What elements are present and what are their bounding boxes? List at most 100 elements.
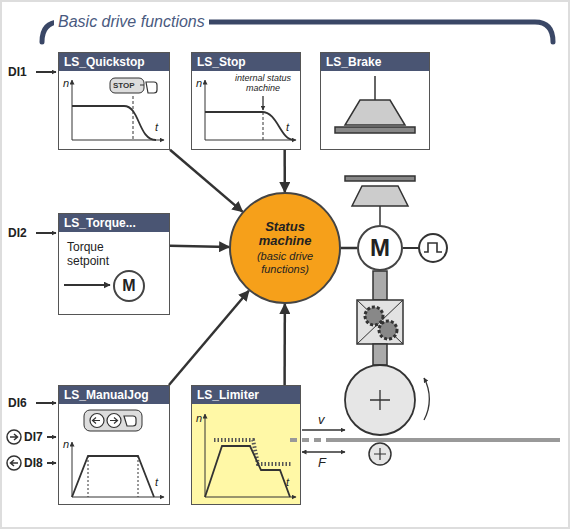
limiter-chart-part: [205, 446, 290, 497]
torque-arrow: [64, 285, 110, 286]
function-header: LS_Torque...: [59, 214, 169, 232]
gearbox-part: [357, 300, 403, 344]
motor-brake-part: [345, 176, 415, 181]
motor-circle: M: [113, 270, 145, 302]
roller-part: [369, 443, 391, 465]
quickstop-chart: [72, 78, 164, 140]
jog-chart: [72, 410, 164, 497]
connector-arrow: [341, 247, 357, 250]
encoder-part: [419, 234, 447, 262]
connector-arrow: [283, 150, 286, 192]
axis-label: n: [196, 77, 202, 89]
encoder: [403, 234, 447, 262]
signal-name: DI7: [24, 430, 43, 444]
signal-name: DI8: [24, 456, 43, 470]
stop-chart-part: [263, 112, 264, 140]
jog-chart-part: [88, 456, 89, 497]
velocity-label: v: [318, 413, 325, 427]
motor-circle: M: [357, 225, 403, 271]
input-arrows-part: [47, 462, 56, 464]
limiter-fill: [191, 385, 301, 505]
connector-arrow: [283, 304, 286, 385]
jog-direction-icons-part: [10, 434, 18, 440]
function-box: LS_Torque... Torque setpointM: [58, 213, 170, 315]
function-box: LS_Stopinternal status machinent: [191, 52, 301, 150]
brake-symbol-part: [345, 100, 405, 125]
axis-label: n: [63, 438, 69, 450]
jog-chart-part: [124, 416, 136, 426]
velocity-force-arrows-part: [302, 429, 345, 430]
function-header: LS_Stop: [192, 53, 300, 71]
function-box: LS_ManualJognt: [58, 385, 170, 505]
roller-part: [374, 448, 386, 460]
axis-label: n: [196, 412, 202, 424]
axis-label: n: [63, 77, 69, 89]
signal-name: DI1: [8, 65, 27, 79]
gearbox-part: [373, 271, 387, 300]
axis-label: t: [155, 476, 158, 488]
conveyor-belt-part: [330, 438, 560, 442]
jog-chart-part: [90, 414, 104, 428]
function-box: LS_Limitern t: [191, 385, 301, 505]
group-title: Basic drive functions: [54, 12, 209, 32]
jog-chart-part: [138, 456, 139, 497]
encoder-part: [424, 243, 442, 252]
drum-part: [370, 390, 390, 410]
signal-name: DI2: [8, 226, 27, 240]
jog-direction-icons-part: [7, 430, 21, 444]
torque-arrow-part: [64, 284, 110, 286]
drum-part: [345, 365, 415, 435]
jog-direction-icons-part: [11, 460, 19, 466]
conveyor-belt-part: [290, 438, 330, 442]
drum: [345, 365, 429, 435]
drum-part: [424, 378, 429, 420]
gearbox: [357, 271, 403, 365]
motor-brake-part: [379, 206, 381, 225]
input-arrows-part: [47, 436, 56, 438]
jog-chart-part: [110, 418, 118, 424]
input-arrows-part: [36, 232, 56, 234]
function-header: LS_Quickstop: [59, 53, 169, 71]
axis-label: t: [155, 121, 158, 133]
connector-arrow: [169, 291, 249, 385]
limiter-chart: [205, 414, 296, 497]
status-circle: Status machine(basic drive functions): [229, 192, 341, 304]
function-header: LS_Limiter: [192, 386, 300, 404]
function-box: LS_Brake: [320, 52, 430, 150]
encoder-part: [403, 247, 419, 249]
jog-chart-part: [84, 410, 142, 431]
connector-arrow: [170, 246, 229, 247]
stop-chart-part: [205, 112, 294, 140]
stop-chart-part: [262, 96, 263, 110]
quickstop-chart-part: [110, 78, 144, 93]
node-text: Torque setpoint: [67, 240, 137, 268]
input-arrows-part: [36, 71, 56, 73]
conveyor-belt: [290, 440, 560, 441]
force-label: F: [318, 456, 326, 470]
brake-symbol-part: [374, 76, 376, 100]
quickstop-chart-part: [72, 106, 156, 140]
quickstop-chart-part: [72, 80, 164, 140]
axis-label: t: [286, 121, 289, 133]
function-header: LS_Brake: [321, 53, 429, 71]
brake-symbol-part: [335, 127, 415, 133]
node-text: M: [370, 235, 390, 261]
jog-direction-icons: [7, 430, 21, 470]
axis-label: t: [286, 476, 289, 488]
connector-arrow: [170, 150, 242, 212]
gearbox-part: [373, 344, 387, 365]
jog-chart-part: [93, 418, 101, 424]
motor-brake-part: [352, 186, 408, 206]
node-text: Status machine: [240, 220, 330, 248]
jog-chart-part: [72, 456, 154, 497]
gearbox-part: [357, 300, 403, 344]
input-arrows: [36, 72, 56, 463]
quickstop-chart-part: [133, 96, 134, 140]
quickstop-chart-part: [140, 82, 157, 93]
motor-brake: [345, 176, 415, 225]
gearbox-part: [365, 307, 383, 325]
signal-name: DI6: [8, 396, 27, 410]
velocity-force-arrows-part: [302, 451, 345, 452]
